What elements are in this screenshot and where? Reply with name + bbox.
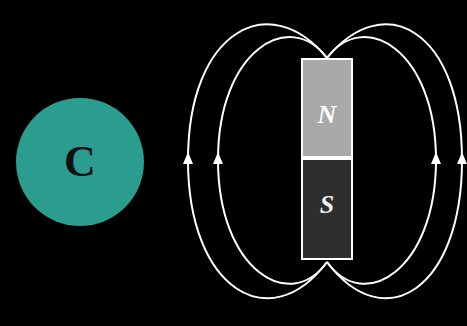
north-pole: N (301, 58, 353, 158)
south-pole: S (301, 158, 353, 260)
letter-circle: C (16, 98, 144, 226)
field-arrow (431, 152, 441, 164)
field-arrow (213, 152, 223, 164)
pole-label: C (64, 140, 96, 184)
field-arrow (183, 152, 193, 164)
pole-label: N (318, 102, 337, 128)
field-arrow (457, 152, 467, 164)
pole-label: S (320, 192, 334, 218)
